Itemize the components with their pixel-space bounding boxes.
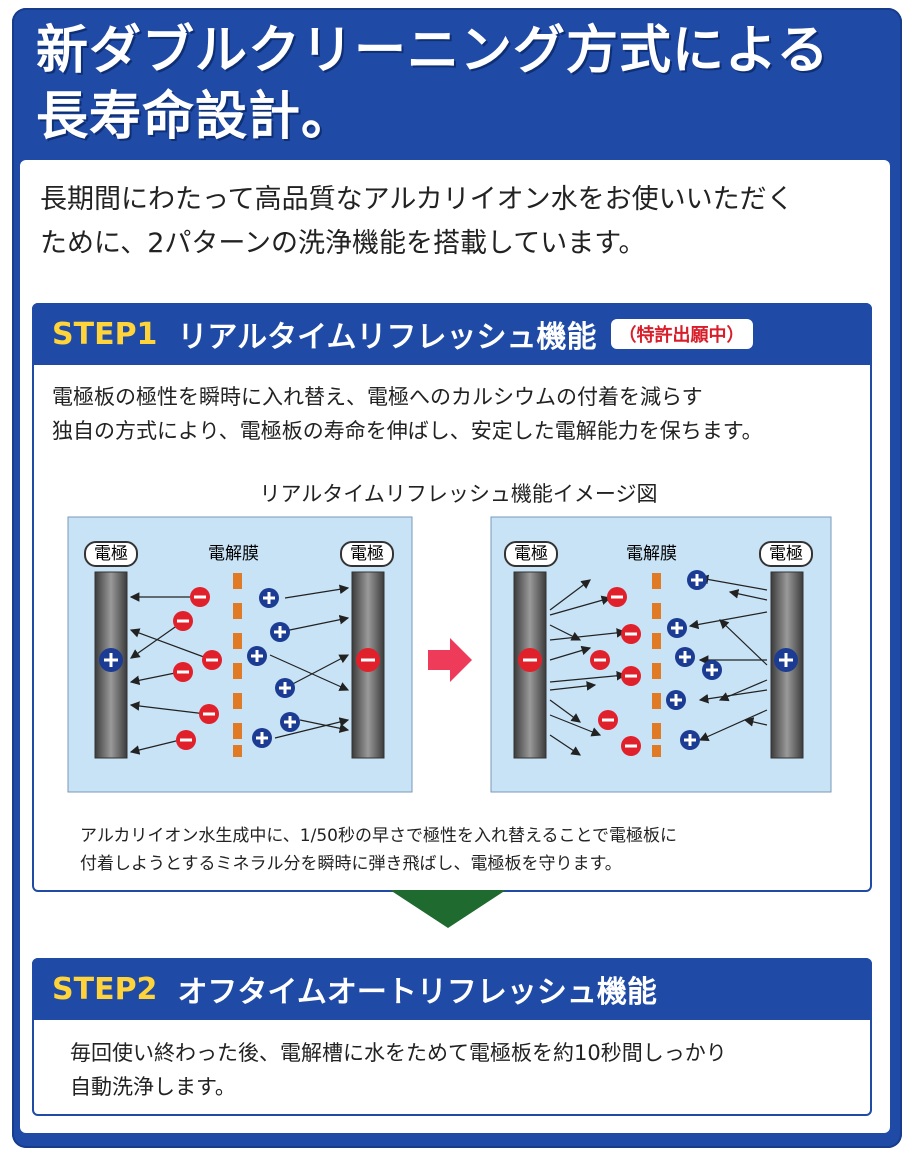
membrane-label-a: 電解膜	[208, 544, 259, 564]
step2-header: STEP2 オフタイムオートリフレッシュ機能	[32, 958, 872, 1020]
title-line-1: 新ダブルクリーニング方式による	[36, 21, 830, 81]
step2-desc-line-1: 毎回使い終わった後、電解槽に水をためて電極板を約10秒間しっかり	[70, 1041, 727, 1065]
electrode-label-left-a: 電極	[84, 541, 138, 567]
title-line-2: 長寿命設計。	[36, 87, 355, 147]
membrane-a	[233, 573, 242, 757]
diagram-caption: アルカリイオン水生成中に、1/50秒の早さで極性を入れ替えることで電極板に 付着…	[80, 822, 860, 878]
arrows-a	[129, 584, 350, 755]
ion-signs-b	[523, 574, 793, 748]
electrode-label-right-a: 電極	[340, 541, 394, 567]
step2-description: 毎回使い終わった後、電解槽に水をためて電極板を約10秒間しっかり 自動洗浄します…	[70, 1036, 860, 1104]
step1-title: リアルタイムリフレッシュ機能	[177, 320, 597, 355]
diagram-title: リアルタイムリフレッシュ機能イメージ図	[259, 482, 658, 506]
step1-desc-line-1: 電極板の極性を瞬時に入れ替え、電極へのカルシウムの付着を減らす	[52, 385, 703, 409]
step2-title: オフタイムオートリフレッシュ機能	[177, 975, 657, 1010]
step1-desc-line-2: 独自の方式により、電極板の寿命を伸ばし、安定した電解能力を保ちます。	[52, 419, 763, 443]
patent-pending-badge: （特許出願中）	[610, 319, 753, 349]
step1-description: 電極板の極性を瞬時に入れ替え、電極へのカルシウムの付着を減らす 独自の方式により…	[52, 380, 862, 448]
step1-header: STEP1 リアルタイムリフレッシュ機能 （特許出願中）	[32, 303, 872, 365]
intro-line-2: ために、2パターンの洗浄機能を搭載しています。	[40, 228, 646, 259]
caption-line-2: 付着しようとするミネラル分を瞬時に弾き飛ばし、電極板を守ります。	[80, 854, 622, 874]
step1-number: STEP1	[52, 316, 158, 352]
negative-ions-b	[518, 587, 641, 756]
electrode-label-right-b: 電極	[759, 541, 813, 567]
down-arrow-icon	[390, 890, 506, 928]
electrode-label-left-b: 電極	[504, 541, 558, 567]
intro-line-1: 長期間にわたって高品質なアルカリイオン水をお使いいただく	[40, 184, 794, 215]
page-title: 新ダブルクリーニング方式による 長寿命設計。	[36, 18, 876, 150]
membrane-label-b: 電解膜	[626, 544, 677, 564]
intro-text: 長期間にわたって高品質なアルカリイオン水をお使いいただく ために、2パターンの洗…	[40, 178, 880, 266]
caption-line-1: アルカリイオン水生成中に、1/50秒の早さで極性を入れ替えることで電極板に	[80, 826, 677, 846]
transition-arrow	[428, 638, 472, 682]
step2-number: STEP2	[52, 971, 158, 1007]
step2-desc-line-2: 自動洗浄します。	[70, 1075, 236, 1099]
arrows-b	[549, 574, 768, 756]
ion-signs-a	[104, 592, 375, 744]
membrane-b	[652, 573, 661, 757]
